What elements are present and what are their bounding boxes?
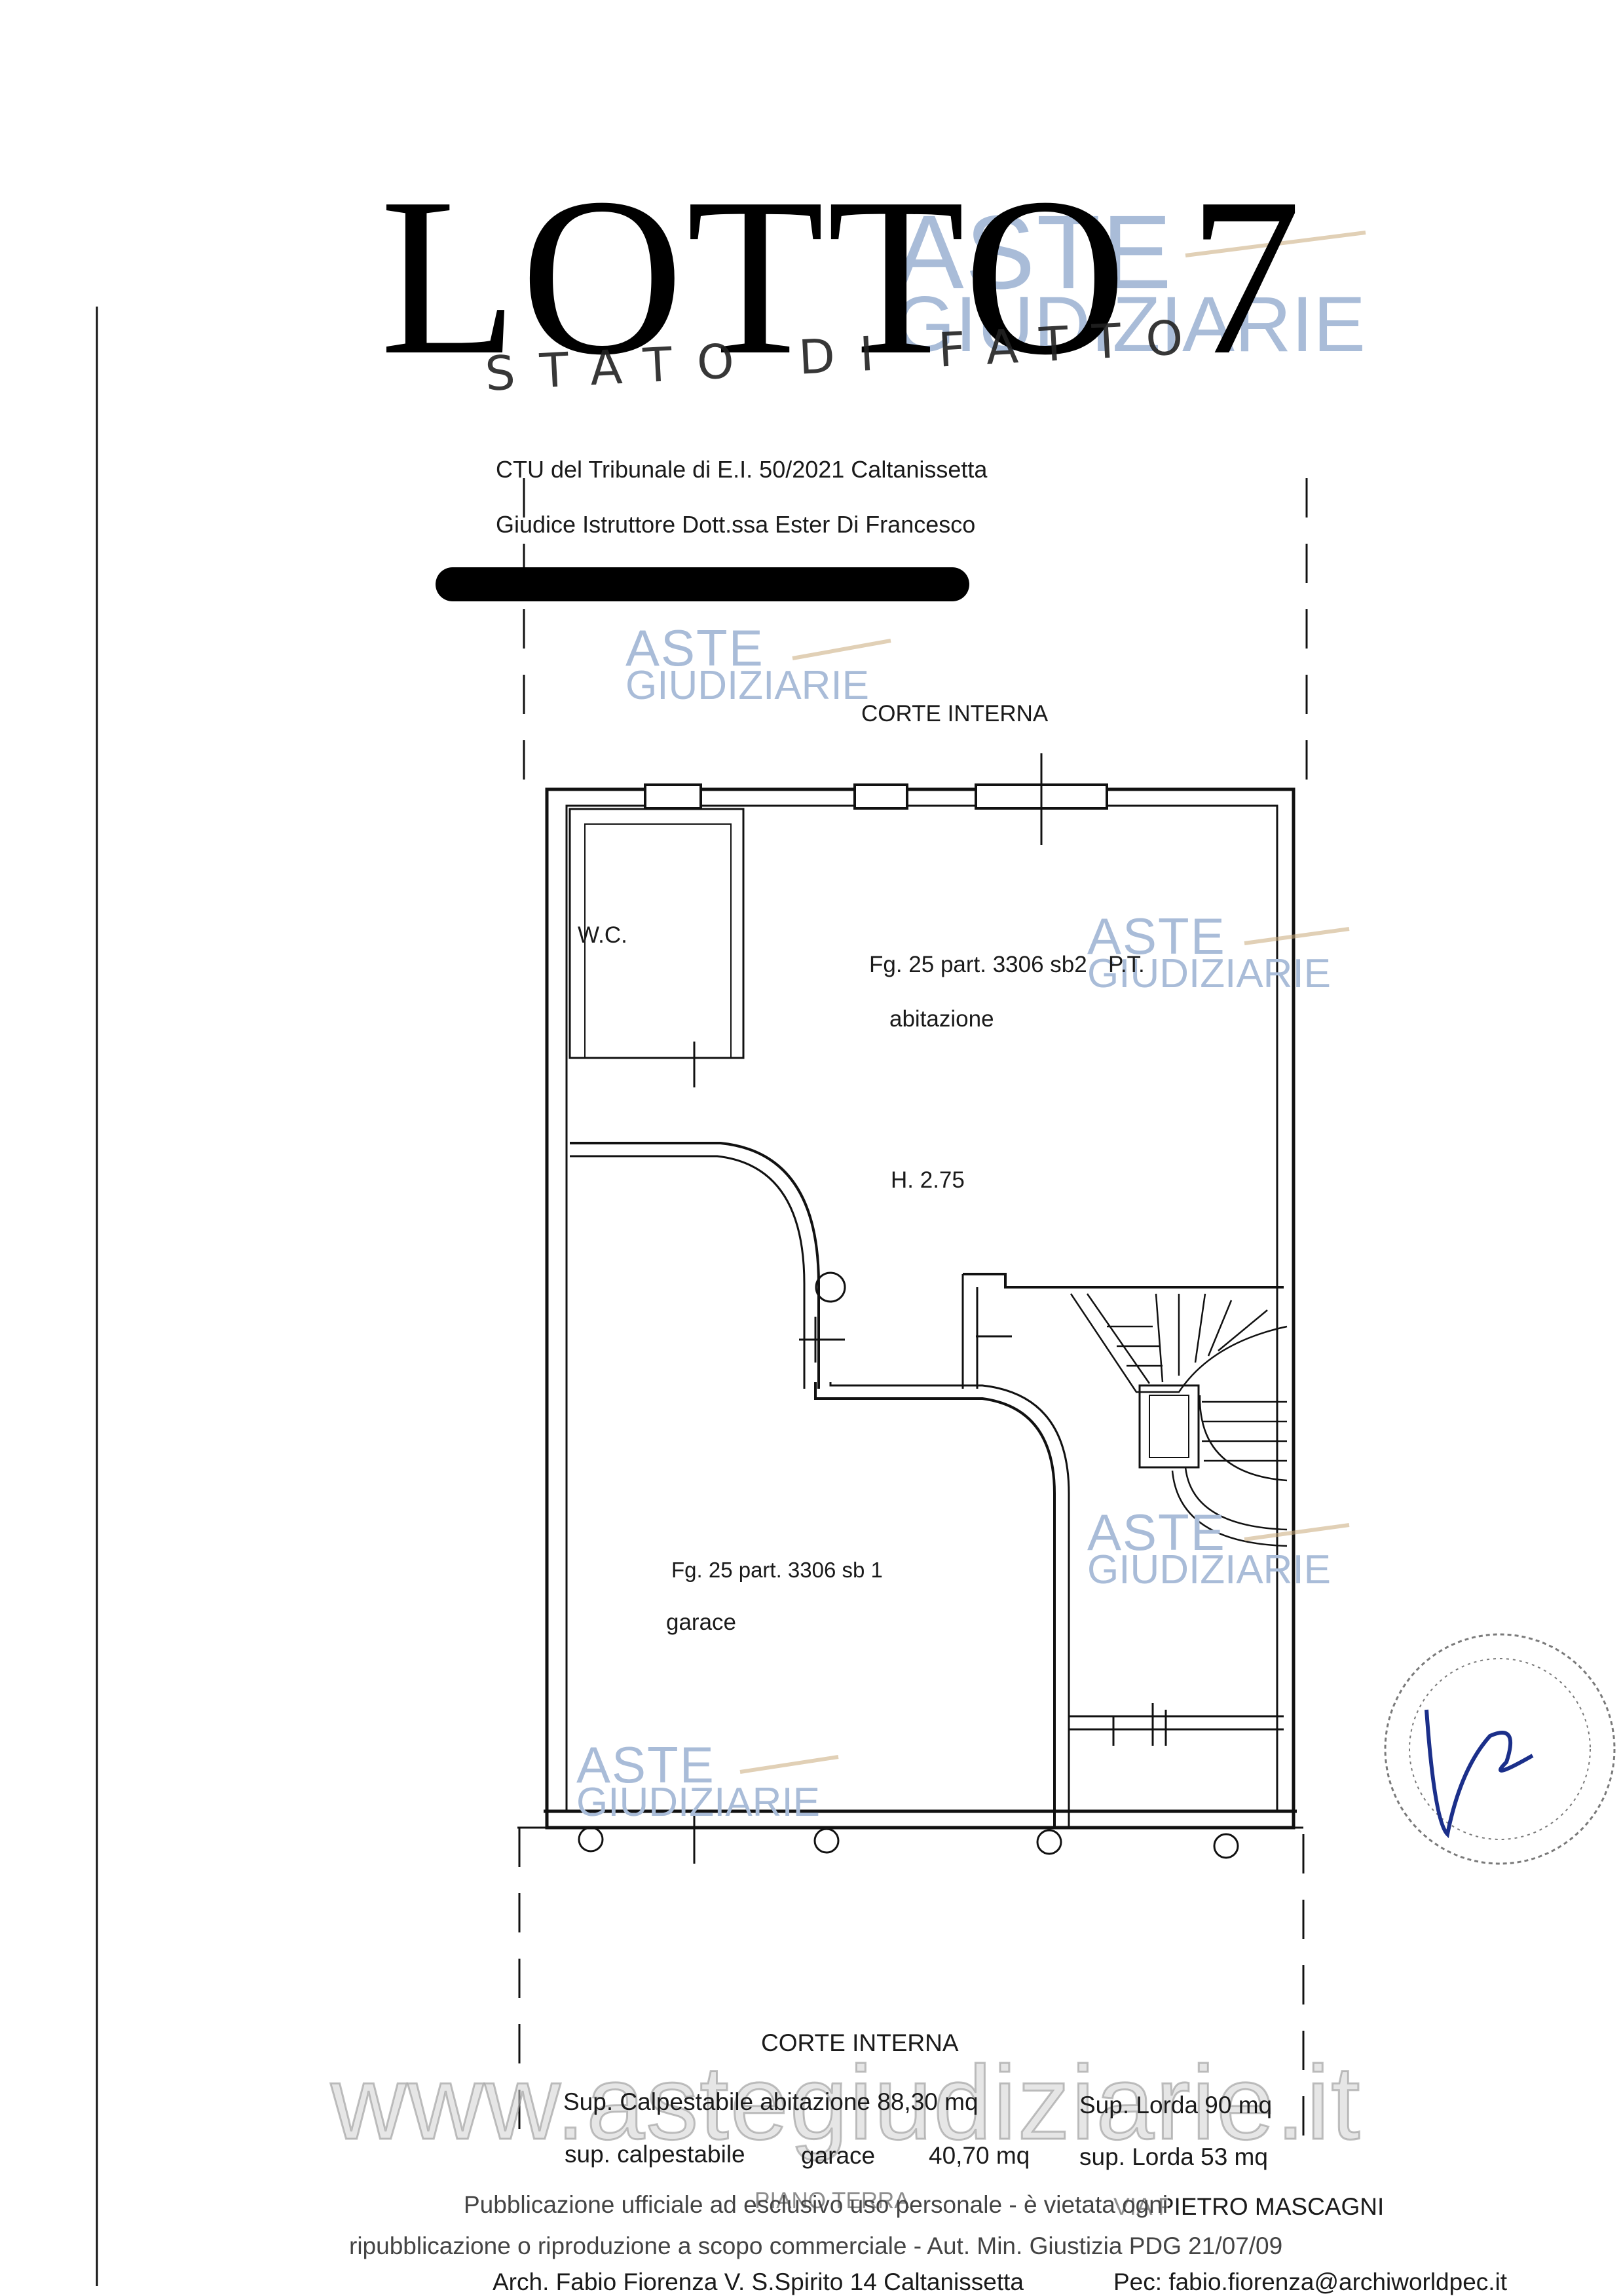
header-line-2: Giudice Istruttore Dott.ssa Ester Di Fra… xyxy=(496,511,976,538)
window-1 xyxy=(644,783,702,810)
window-2 xyxy=(853,783,908,810)
column-3 xyxy=(813,1828,840,1854)
column-1 xyxy=(815,1271,846,1303)
redaction-bar xyxy=(436,567,969,601)
unit1-ref: Fg. 25 part. 3306 sb 1 xyxy=(671,1558,883,1582)
page-title: LOTTO 7 xyxy=(380,151,1305,402)
unit2-use: abitazione xyxy=(889,1006,994,1032)
surface-garage-use: garace xyxy=(801,2142,876,2169)
watermark-aste-2: ASTE GIUDIZIARIE xyxy=(1087,907,1332,996)
height-label: H. 2.75 xyxy=(891,1167,965,1193)
staircase xyxy=(1070,1293,1288,1547)
surface-lorda-abitazione: Sup. Lorda 90 mq xyxy=(1079,2092,1273,2118)
unit2-floor: P.T. xyxy=(1108,952,1145,977)
publication-notice-1: Pubblicazione ufficiale ad esclusivo uso… xyxy=(464,2191,1168,2219)
curved-partition-upper xyxy=(570,1142,820,1389)
surface-garage-label: sup. calpestabile xyxy=(565,2141,745,2168)
curved-partition-lower xyxy=(814,1382,1056,1828)
watermark-aste-1: ASTE GIUDIZIARIE xyxy=(625,619,870,708)
column-5 xyxy=(1213,1833,1239,1859)
surface-abitazione: Sup. Calpestabile abitazione 88,30 mq xyxy=(563,2088,978,2115)
wc-label: W.C. xyxy=(578,922,627,948)
publication-notice-2: ripubblicazione o riproduzione a scopo c… xyxy=(349,2232,1283,2259)
site-watermark: www.astegiudiziarie.it xyxy=(330,2043,1362,2162)
header-line-1: CTU del Tribunale di E.I. 50/2021 Caltan… xyxy=(496,456,988,483)
court-top-label: CORTE INTERNA xyxy=(861,701,1049,726)
author-address: Arch. Fabio Fiorenza V. S.Spirito 14 Cal… xyxy=(493,2268,1024,2295)
watermark-aste-4: ASTE GIUDIZIARIE xyxy=(576,1736,821,1825)
column-4 xyxy=(1036,1829,1062,1855)
unit2-ref: Fg. 25 part. 3306 sb2 xyxy=(869,952,1087,977)
surface-lorda-garage: sup. Lorda 53 mq xyxy=(1079,2143,1268,2170)
author-pec: Pec: fabio.fiorenza@archiworldpec.it xyxy=(1113,2268,1508,2295)
official-seal xyxy=(1384,1633,1616,1865)
watermark-aste-3: ASTE GIUDIZIARIE xyxy=(1087,1503,1332,1592)
watermark-aste-top: ASTE GIUDIZIARIE xyxy=(894,193,1366,368)
column-2 xyxy=(578,1826,604,1853)
surface-garage-value: 40,70 mq xyxy=(929,2142,1030,2169)
unit1-use: garace xyxy=(666,1609,737,1635)
stair-wall xyxy=(963,1273,1284,1289)
court-bottom-label: CORTE INTERNA xyxy=(761,2029,959,2056)
